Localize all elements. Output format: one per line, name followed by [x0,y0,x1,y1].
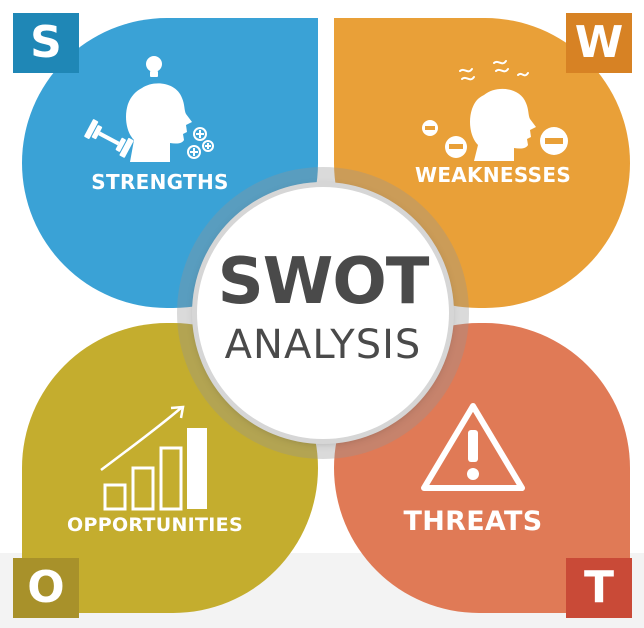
strengths-label: STRENGTHS [91,170,229,194]
growth-bar-chart-icon [100,405,207,511]
letter-t-badge: T [566,558,632,618]
letter-s-badge: S [13,13,79,73]
center-subtitle: ANALYSIS [224,322,422,368]
center-title: SWOT [217,245,430,319]
threats-label: THREATS [403,506,543,537]
weaknesses-label: WEAKNESSES [414,163,572,187]
warning-triangle-icon [421,403,525,491]
head-confused-minus-icon [422,60,568,161]
letter-o-badge: O [13,558,79,618]
letter-w-badge: W [566,13,632,73]
center-circle [197,187,449,439]
head-lightbulb-dumbbell-icon [84,56,214,162]
opportunities-label: OPPORTUNITIES [67,514,243,536]
